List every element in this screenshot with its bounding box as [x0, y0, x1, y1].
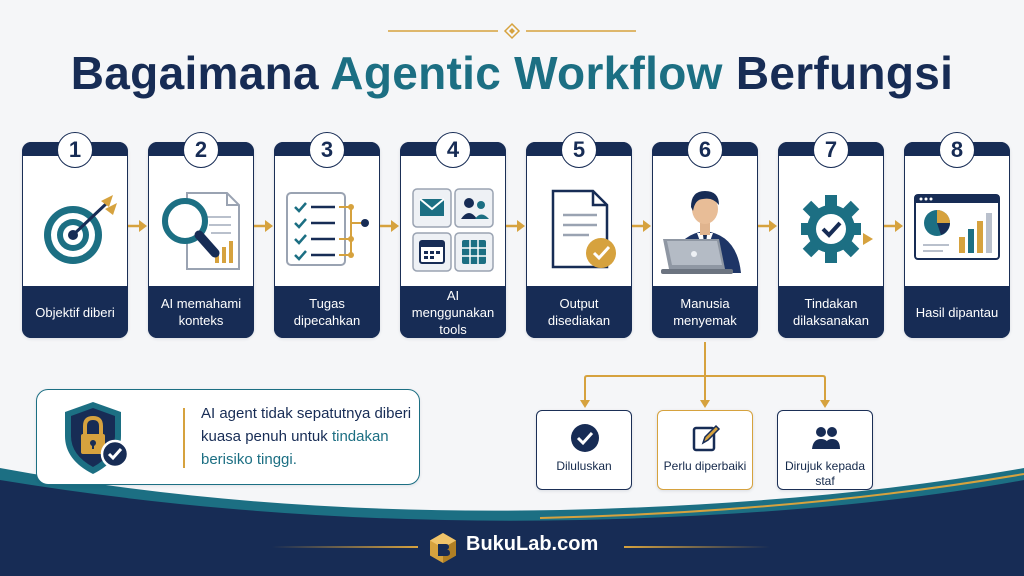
- step-card-8: 8 Hasil dipantau: [904, 132, 1010, 338]
- person-laptop-icon: [661, 191, 741, 274]
- step-number: 7: [813, 132, 849, 168]
- step-label: Objektif diberi: [22, 286, 128, 338]
- flow-arrow: [380, 220, 399, 232]
- review-branch-connectors: [580, 342, 830, 408]
- step-number: 3: [309, 132, 345, 168]
- step-number: 2: [183, 132, 219, 168]
- tools-grid-icon: [412, 188, 494, 272]
- outcome-card-refer-staff: Dirujuk kepada staf: [777, 410, 873, 490]
- warning-text-main: AI agent tidak sepatutnya diberi kuasa p…: [201, 405, 412, 445]
- step-card-1: 1 Objektif diberi: [22, 132, 128, 338]
- warning-card: AI agent tidak sepatutnya diberi kuasa p…: [36, 389, 420, 485]
- flow-arrow: [254, 220, 273, 232]
- bukulab-logo-icon: [430, 533, 456, 563]
- footer-brand[interactable]: BukuLab.com: [466, 533, 599, 555]
- step-label: AI memahami konteks: [148, 286, 254, 338]
- step-card-2: 2 AI memahami konteks: [148, 132, 254, 338]
- people-icon: [812, 427, 840, 449]
- warning-text-highlight: tindakan berisiko tinggi.: [201, 428, 389, 468]
- check-circle-icon: [571, 424, 599, 452]
- step-label: AI menggunakan tools: [400, 286, 506, 338]
- target-icon: [44, 195, 117, 264]
- step-number: 8: [939, 132, 975, 168]
- page-title: Bagaimana Agentic Workflow Berfungsi: [0, 46, 1024, 100]
- footer-wave: [0, 468, 1024, 576]
- step-number: 6: [687, 132, 723, 168]
- footer-divider-left: [272, 546, 418, 548]
- title-part-1: Bagaimana: [70, 47, 319, 99]
- footer-divider-right: [624, 546, 770, 548]
- gear-check-icon: [801, 195, 873, 263]
- step-card-4: 4 AI menggunakan tools: [400, 132, 506, 338]
- warning-text: AI agent tidak sepatutnya diberi kuasa p…: [201, 402, 413, 471]
- outcome-card-approved: Diluluskan: [536, 410, 632, 490]
- flow-arrow: [632, 220, 651, 232]
- step-number: 5: [561, 132, 597, 168]
- outcome-label: Dirujuk kepada staf: [784, 459, 866, 488]
- outcome-label: Perlu diperbaiki: [663, 459, 747, 473]
- title-ornament: [388, 22, 636, 40]
- step-card-3: 3 Tugas dipecahkan: [274, 132, 380, 338]
- dashboard-icon: [914, 194, 1000, 260]
- step-number: 4: [435, 132, 471, 168]
- magnifier-document-icon: [162, 192, 240, 270]
- step-label: Manusia menyemak: [652, 286, 758, 338]
- flow-arrow: [758, 220, 777, 232]
- step-label: Tugas dipecahkan: [274, 286, 380, 338]
- outcome-card-revise: Perlu diperbaiki: [657, 410, 753, 490]
- checklist-icon: [286, 192, 369, 266]
- step-label: Hasil dipantau: [904, 286, 1010, 338]
- outcome-label: Diluluskan: [556, 459, 612, 473]
- flow-arrow: [506, 220, 525, 232]
- step-card-6: 6 Manusia menyemak: [652, 132, 758, 338]
- title-part-2: Agentic Workflow: [330, 47, 723, 99]
- step-number: 1: [57, 132, 93, 168]
- title-part-3: Berfungsi: [735, 47, 954, 99]
- step-label: Tindakan dilaksanakan: [778, 286, 884, 338]
- document-check-icon: [551, 189, 616, 269]
- step-card-5: 5 Output disediakan: [526, 132, 632, 338]
- step-label: Output disediakan: [526, 286, 632, 338]
- step-card-7: 7 Tindakan dilaksanakan: [778, 132, 884, 338]
- flow-arrow: [884, 220, 903, 232]
- edit-icon: [692, 424, 721, 452]
- flow-arrow: [128, 220, 147, 232]
- shield-lock-icon: [65, 402, 130, 474]
